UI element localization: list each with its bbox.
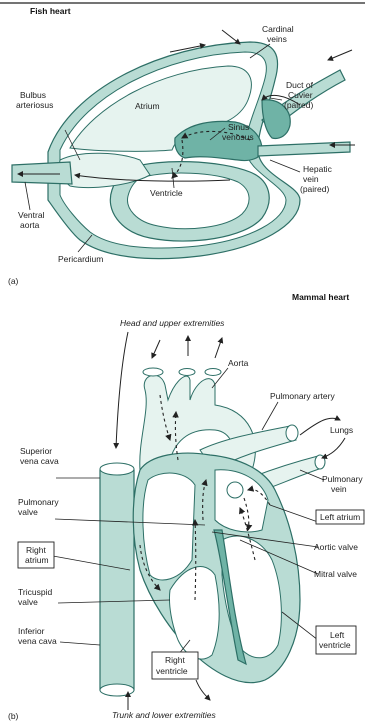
label-ventral-1: Ventral: [18, 210, 45, 220]
hepatic-vein-shape: [258, 142, 350, 156]
label-hepatic-3: (paired): [300, 184, 329, 194]
label-right-atrium-2: atrium: [25, 555, 49, 565]
label-right-ventricle-2: ventricle: [156, 666, 188, 676]
label-pulm-vein-1: Pulmonary: [322, 474, 363, 484]
label-ivc-1: Inferior: [18, 626, 45, 636]
right-ventricle-chamber: [169, 567, 219, 659]
label-left-ventricle-1: Left: [330, 630, 345, 640]
label-hepatic-1: Hepatic: [303, 164, 333, 174]
aorta-branch-3: [205, 369, 221, 376]
aorta-branch-1: [143, 368, 163, 376]
label-trunk: Trunk and lower extremities: [112, 710, 217, 720]
label-pulm-vein-2: vein: [331, 484, 347, 494]
label-pulm-valve-2: valve: [18, 507, 38, 517]
label-right-atrium-1: Right: [26, 545, 46, 555]
label-duct-3: (paired): [284, 100, 313, 110]
fish-heart-panel: Fish heart: [0, 3, 365, 286]
label-tricuspid-1: Tricuspid: [18, 587, 52, 597]
label-bulbus-1: Bulbus: [20, 90, 46, 100]
label-svc-1: Superior: [20, 446, 52, 456]
panel-b-letter: (b): [8, 711, 19, 721]
label-left-ventricle-2: ventricle: [319, 640, 351, 650]
label-pulm-valve-1: Pulmonary: [18, 497, 59, 507]
label-lungs: Lungs: [330, 425, 353, 435]
label-bulbus-2: arteriosus: [16, 100, 53, 110]
panel-a-letter: (a): [8, 276, 19, 286]
label-left-atrium: Left atrium: [320, 512, 360, 522]
label-ventricle: Ventricle: [150, 188, 183, 198]
vena-cava-tube: [100, 464, 134, 690]
label-aortic-valve: Aortic valve: [314, 542, 358, 552]
ivc-opening: [100, 684, 134, 696]
label-head: Head and upper extremities: [120, 318, 225, 328]
label-atrium: Atrium: [135, 101, 160, 111]
pulmonary-vein-inlet: [227, 482, 243, 498]
label-pulm-artery: Pulmonary artery: [270, 391, 335, 401]
ventral-aorta-shape: [12, 162, 72, 184]
mammal-heart-title: Mammal heart: [292, 292, 349, 302]
label-svc-2: vena cava: [20, 456, 59, 466]
label-hepatic-2: vein: [303, 174, 319, 184]
label-aorta: Aorta: [228, 358, 249, 368]
label-mitral-valve: Mitral valve: [314, 569, 357, 579]
fish-heart-title: Fish heart: [30, 6, 71, 16]
label-cardinal-2: veins: [267, 34, 287, 44]
label-ventral-2: aorta: [20, 220, 40, 230]
label-right-ventricle-1: Right: [165, 655, 185, 665]
label-duct-2: Cuvier: [288, 90, 313, 100]
mammal-heart-panel: Mammal heart Head and upper extremities: [8, 292, 364, 721]
right-atrium-chamber: [143, 473, 195, 580]
svc-opening: [100, 463, 134, 475]
label-sinus-2: venosus: [222, 132, 254, 142]
pulmonary-artery-opening: [286, 425, 298, 441]
aorta-branch-2: [179, 369, 195, 376]
label-pericardium: Pericardium: [58, 254, 103, 264]
label-ivc-2: vena cava: [18, 636, 57, 646]
label-cardinal-1: Cardinal: [262, 24, 294, 34]
label-duct-1: Duct of: [286, 80, 314, 90]
label-tricuspid-2: valve: [18, 597, 38, 607]
label-sinus-1: Sinus: [228, 122, 249, 132]
